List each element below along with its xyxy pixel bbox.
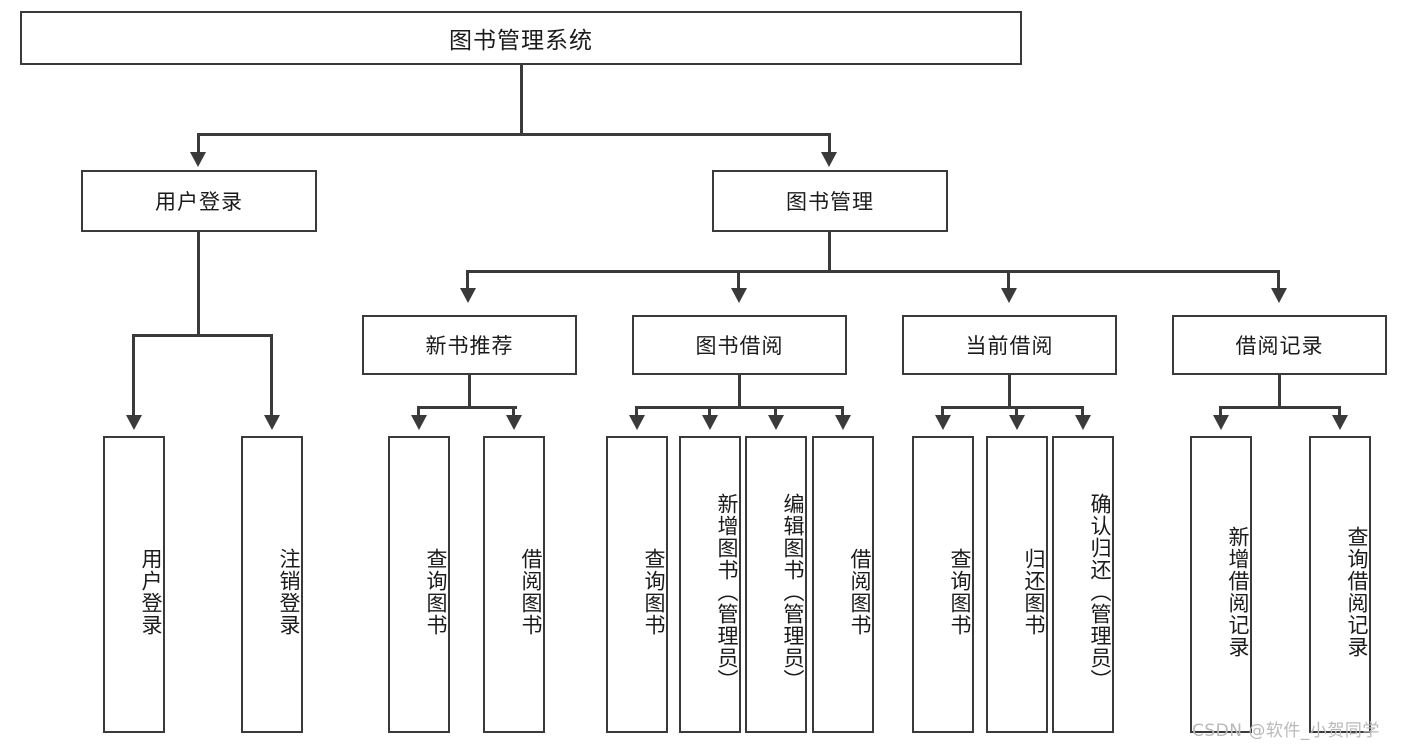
leaf-node[interactable]: 归还图书: [986, 436, 1048, 733]
leaf-node[interactable]: 用户登录: [103, 436, 165, 733]
arrowhead-borrow-to-leaf-4: [835, 415, 851, 430]
connector-record-bus: [1219, 406, 1341, 409]
node-current-borrow[interactable]: 当前借阅: [902, 315, 1117, 375]
connector-borrow-stem: [738, 375, 741, 406]
connector-login-stem: [197, 232, 200, 334]
arrowhead-current-to-leaf-3: [1075, 415, 1091, 430]
node-book-management[interactable]: 图书管理: [712, 170, 948, 232]
connector-current-stem: [1008, 375, 1011, 406]
connector-bookmgmt-to-new: [466, 270, 469, 290]
arrowhead-login-to-leaf-1: [126, 415, 142, 430]
leaf-node-label: 用户登录: [139, 547, 163, 636]
arrowhead-root-to-login: [190, 152, 206, 167]
leaf-node-label: 查询借阅记录: [1345, 525, 1369, 658]
node-new-book-recommend[interactable]: 新书推荐: [362, 315, 577, 375]
leaf-node-label: 查询图书: [424, 547, 448, 636]
connector-login-to-leaf-2: [270, 334, 273, 418]
connector-current-bus: [941, 406, 1081, 409]
leaf-node-label: 归还图书: [1022, 547, 1046, 636]
leaf-node[interactable]: 新增借阅记录: [1190, 436, 1252, 733]
connector-record-stem: [1278, 375, 1281, 406]
leaf-node[interactable]: 查询借阅记录: [1309, 436, 1371, 733]
connector-borrow-to-leaf-1: [635, 406, 638, 418]
connector-bookmgmt-stem: [828, 232, 831, 270]
arrowhead-borrow-to-leaf-2: [702, 415, 718, 430]
leaf-node[interactable]: 查询图书: [606, 436, 668, 733]
connector-new-stem: [468, 375, 471, 406]
connector-current-to-leaf-1: [941, 406, 944, 418]
leaf-node[interactable]: 借阅图书: [483, 436, 545, 733]
connector-bookmgmt-bus: [466, 270, 1280, 273]
connector-new-bus: [417, 406, 517, 409]
connector-root-to-bookmgmt: [828, 133, 831, 155]
connector-borrow-to-leaf-2: [708, 406, 711, 418]
arrowhead-root-to-bookmgmt: [821, 152, 837, 167]
leaf-node-label: 借阅图书: [519, 547, 543, 636]
connector-borrow-to-leaf-4: [841, 406, 844, 418]
connector-current-to-leaf-3: [1081, 406, 1084, 418]
connector-new-to-leaf-2: [512, 406, 515, 418]
arrowhead-current-to-leaf-1: [935, 415, 951, 430]
leaf-node[interactable]: 编辑图书（管理员）: [745, 436, 807, 733]
connector-borrow-to-leaf-3: [774, 406, 777, 418]
arrowhead-borrow-to-leaf-3: [768, 415, 784, 430]
leaf-node-label: 确认归还（管理员）: [1088, 492, 1112, 691]
csdn-watermark: CSDN @软件_小贺同学: [1192, 721, 1380, 741]
connector-new-to-leaf-1: [417, 406, 420, 418]
connector-record-to-leaf-1: [1219, 406, 1222, 418]
leaf-node-label: 注销登录: [277, 547, 301, 636]
arrowhead-current-to-leaf-2: [1009, 415, 1025, 430]
connector-login-to-leaf-1: [132, 334, 135, 418]
leaf-node[interactable]: 新增图书（管理员）: [679, 436, 741, 733]
connector-root-to-login: [197, 133, 200, 155]
leaf-node-label: 编辑图书（管理员）: [781, 492, 805, 691]
arrowhead-bookmgmt-to-borrow: [731, 288, 747, 303]
arrowhead-bookmgmt-to-current: [1001, 288, 1017, 303]
leaf-node[interactable]: 查询图书: [388, 436, 450, 733]
node-user-login[interactable]: 用户登录: [81, 170, 317, 232]
arrowhead-record-to-leaf-2: [1332, 415, 1348, 430]
leaf-node[interactable]: 借阅图书: [812, 436, 874, 733]
leaf-node-label: 借阅图书: [848, 547, 872, 636]
leaf-node-label: 新增借阅记录: [1226, 525, 1250, 658]
arrowhead-bookmgmt-to-record: [1271, 288, 1287, 303]
connector-bookmgmt-to-record: [1277, 270, 1280, 290]
leaf-node-label: 新增图书（管理员）: [715, 492, 739, 691]
connector-current-to-leaf-2: [1015, 406, 1018, 418]
leaf-node[interactable]: 注销登录: [241, 436, 303, 733]
leaf-node-label: 查询图书: [642, 547, 666, 636]
leaf-node-label: 查询图书: [948, 547, 972, 636]
arrowhead-login-to-leaf-2: [264, 415, 280, 430]
connector-record-to-leaf-2: [1338, 406, 1341, 418]
arrowhead-new-to-leaf-1: [411, 415, 427, 430]
arrowhead-bookmgmt-to-new: [460, 288, 476, 303]
node-borrow-record[interactable]: 借阅记录: [1172, 315, 1387, 375]
node-root-system[interactable]: 图书管理系统: [20, 11, 1022, 65]
arrowhead-record-to-leaf-1: [1213, 415, 1229, 430]
connector-borrow-bus: [635, 406, 843, 409]
node-book-borrow[interactable]: 图书借阅: [632, 315, 847, 375]
leaf-node[interactable]: 确认归还（管理员）: [1052, 436, 1114, 733]
arrowhead-borrow-to-leaf-1: [629, 415, 645, 430]
connector-root-bus: [197, 133, 830, 136]
leaf-node[interactable]: 查询图书: [912, 436, 974, 733]
connector-bookmgmt-to-current: [1007, 270, 1010, 290]
connector-root-stem: [520, 65, 523, 133]
connector-bookmgmt-to-borrow: [737, 270, 740, 290]
connector-login-bus: [132, 334, 270, 337]
arrowhead-new-to-leaf-2: [506, 415, 522, 430]
